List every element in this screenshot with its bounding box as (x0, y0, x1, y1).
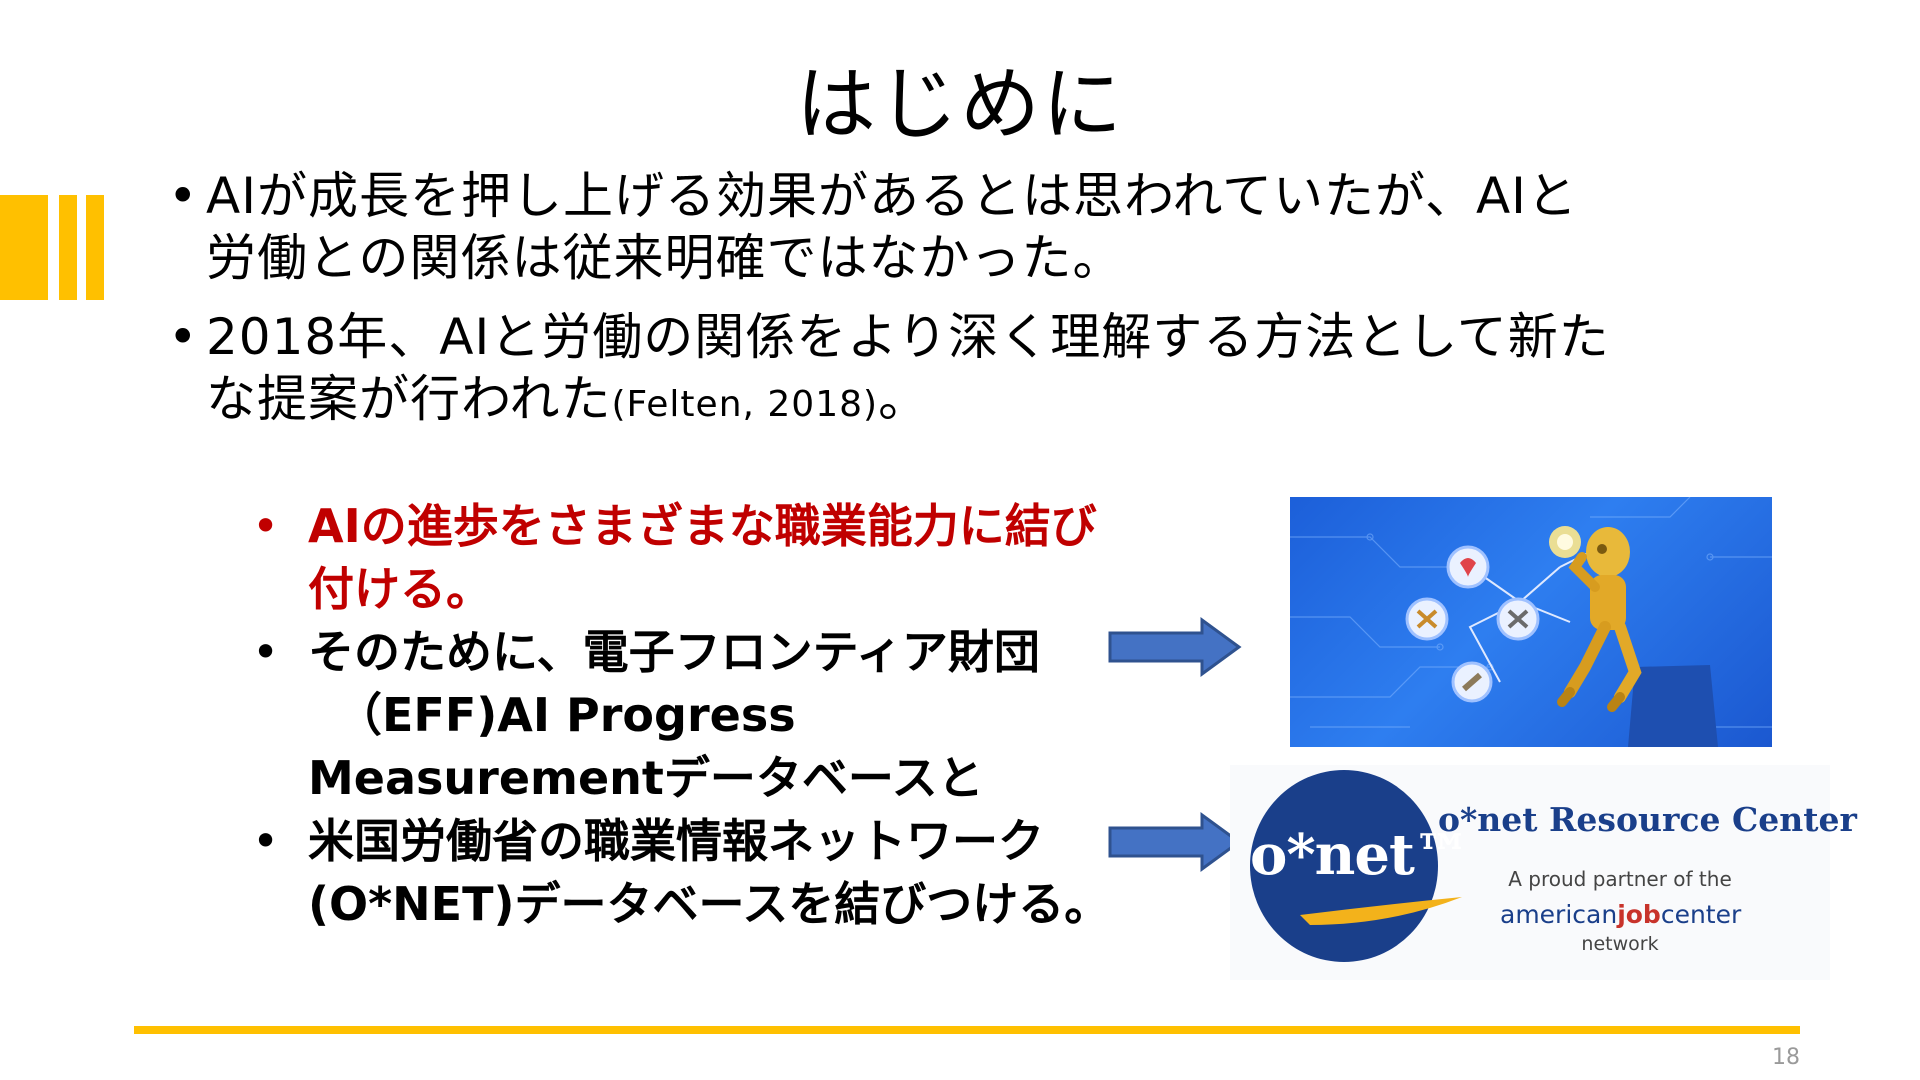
bullet-marker: • (252, 499, 280, 553)
right-arrow-icon (1108, 812, 1242, 872)
page-number: 18 (1772, 1045, 1800, 1070)
onet-heading: o*net Resource Center (1438, 800, 1857, 839)
skill-icons (1405, 545, 1540, 703)
sub-bullet-item-highlight: • AIの進歩をさまざまな職業能力に結び 付ける。 (250, 495, 1150, 621)
sub-bullet-item: • 米国労働省の職業情報ネットワーク (O*NET)データベースを結びつける。 (250, 810, 1150, 936)
bullet-text-line: AIが成長を押し上げる効果があるとは思われていたが、AIと (206, 167, 1578, 225)
citation: (Felten, 2018) (611, 384, 879, 425)
robot-figure (1549, 526, 1718, 747)
onet-logo-text: o*net™ (1250, 822, 1470, 888)
robot-thinker-image (1290, 497, 1772, 747)
bullet-text-line: （EFF)AI Progress (336, 688, 796, 742)
onet-resource-center-logo: o*net™ o*net Resource Center A proud par… (1230, 765, 1857, 980)
ajc-american: american (1500, 900, 1618, 929)
footer-rule (134, 1026, 1800, 1034)
bullet-marker: • (168, 308, 199, 366)
sub-bullet-list: • AIの進歩をさまざまな職業能力に結び 付ける。 • そのために、電子フロンテ… (250, 495, 1150, 936)
bullet-text-line: (O*NET)データベースを結びつける。 (308, 877, 1111, 931)
bullet-text-line: な提案が行われた(Felten, 2018)。 (206, 368, 1760, 436)
main-bullet-list: • AIが成長を押し上げる効果があるとは思われていたが、AIと 労働との関係は従… (160, 165, 1760, 453)
bullet-marker: • (252, 625, 280, 679)
sub-bullet-item: • そのために、電子フロンティア財団 （EFF)AI Progress Meas… (250, 621, 1150, 810)
bullet-text: な提案が行われた (206, 370, 612, 428)
decorative-bar (86, 195, 104, 300)
robot-thinker-illustration-icon (1290, 497, 1772, 747)
bullet-text-line: 2018年、AIと労働の関係をより深く理解する方法として新た (206, 308, 1610, 366)
decorative-bar (59, 195, 77, 300)
swoosh-icon (1300, 897, 1462, 925)
main-bullet-item: • AIが成長を押し上げる効果があるとは思われていたが、AIと 労働との関係は従… (160, 165, 1760, 289)
partner-text: A proud partner of the (1508, 867, 1732, 891)
bullet-text-line: AIの進歩をさまざまな職業能力に結び (308, 499, 1097, 553)
bullet-text-line: 労働との関係は従来明確ではなかった。 (206, 229, 1124, 287)
main-bullet-item: • 2018年、AIと労働の関係をより深く理解する方法として新た な提案が行われ… (160, 306, 1760, 436)
decorative-bars (0, 195, 104, 300)
slide-title: はじめに (796, 58, 1124, 151)
ajc-center: center (1660, 900, 1742, 929)
bullet-marker: • (168, 167, 199, 225)
onet-circle-logo: o*net™ (1250, 770, 1470, 962)
bullet-text-end: 。 (878, 370, 930, 428)
right-arrow-icon (1108, 617, 1242, 677)
network-text: network (1581, 933, 1659, 955)
bullet-text-line: Measurementデータベースと (308, 751, 984, 805)
ajc-job: job (1617, 900, 1661, 929)
bullet-text-line: そのために、電子フロンティア財団 (308, 625, 1040, 679)
bullet-text-line: 付ける。 (308, 562, 492, 616)
bullet-text-line: 米国労働省の職業情報ネットワーク (308, 814, 1044, 868)
decorative-bar (0, 195, 48, 300)
bullet-marker: • (252, 814, 280, 868)
american-job-center-wordmark: americanjobcenter (1500, 900, 1742, 929)
